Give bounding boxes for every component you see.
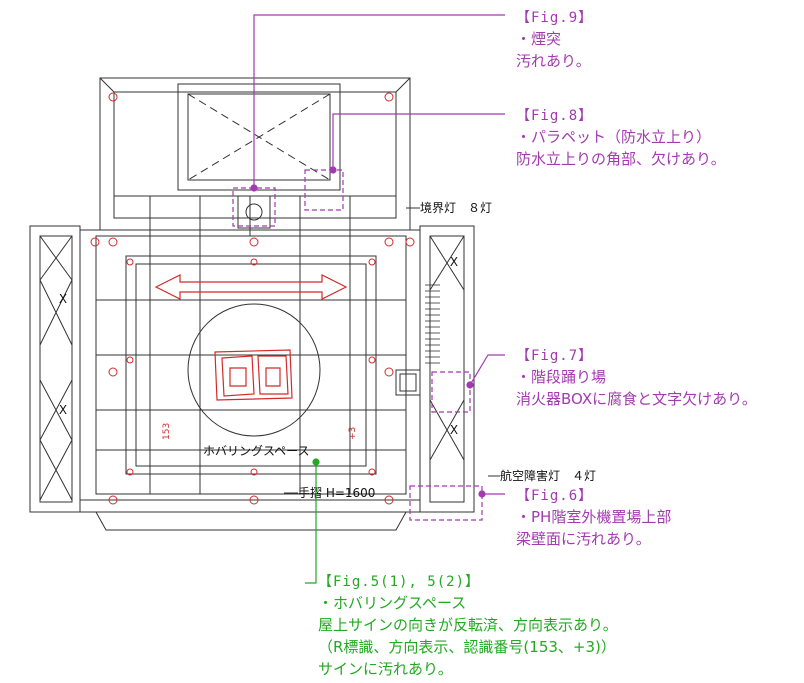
handrail-label: 手摺 H=1600 xyxy=(298,485,375,500)
callout-fig8 xyxy=(304,113,505,211)
helipad-sign xyxy=(214,349,293,401)
obstacle-lights xyxy=(90,92,415,505)
fig7-line1: ・階段踊り場 xyxy=(516,368,606,386)
x-mark-left-2: X xyxy=(59,403,67,417)
boundary-light-label: 境界灯 ８灯 xyxy=(420,200,492,215)
x-mark-left-1: X xyxy=(59,292,67,306)
x-mark-right-1: X xyxy=(450,255,458,269)
fig5-line4: サインに汚れあり。 xyxy=(318,660,453,678)
callout-fig5 xyxy=(305,458,320,584)
fig7-title: 【Fig.7】 xyxy=(516,348,593,364)
fig5-line3: （R標識、方向表示、認識番号(153、+3)） xyxy=(318,638,616,656)
fig8-line1: ・パラペット（防水立上り） xyxy=(516,128,711,146)
fig7-line2: 消火器BOXに腐食と文字欠けあり。 xyxy=(516,390,757,408)
sign-plus: +3 xyxy=(348,427,358,440)
callout-fig9 xyxy=(232,14,505,227)
obstacle-light-label: 航空障害灯 ４灯 xyxy=(500,468,596,483)
fig5-line2: 屋上サインの向きが反転済、方向表示あり。 xyxy=(318,616,618,634)
building-outline xyxy=(29,77,475,531)
fig8-title: 【Fig.8】 xyxy=(516,108,593,124)
boundary-lights xyxy=(126,258,376,476)
callout-fig7 xyxy=(431,354,505,413)
fig6-line1: ・PH階室外機置場上部 xyxy=(516,508,671,526)
fig9-line2: 汚れあり。 xyxy=(516,52,591,70)
fig8-line2: 防水立上りの角部、欠けあり。 xyxy=(516,150,726,168)
fig5-line1: ・ホバリングスペース xyxy=(318,594,466,612)
fig9-title: 【Fig.9】 xyxy=(516,10,593,26)
hovering-space-label: ホバリングスペース xyxy=(203,444,310,458)
fig6-line2: 梁壁面に汚れあり。 xyxy=(516,530,651,548)
x-mark-right-2: X xyxy=(450,423,458,437)
callout-fig6 xyxy=(409,485,505,521)
fig5-title: 【Fig.5(1), 5(2)】 xyxy=(318,574,480,590)
direction-arrow xyxy=(154,274,348,300)
fig6-title: 【Fig.6】 xyxy=(516,488,593,504)
fig9-line1: ・煙突 xyxy=(516,30,561,48)
sign-number: 153 xyxy=(162,423,172,440)
